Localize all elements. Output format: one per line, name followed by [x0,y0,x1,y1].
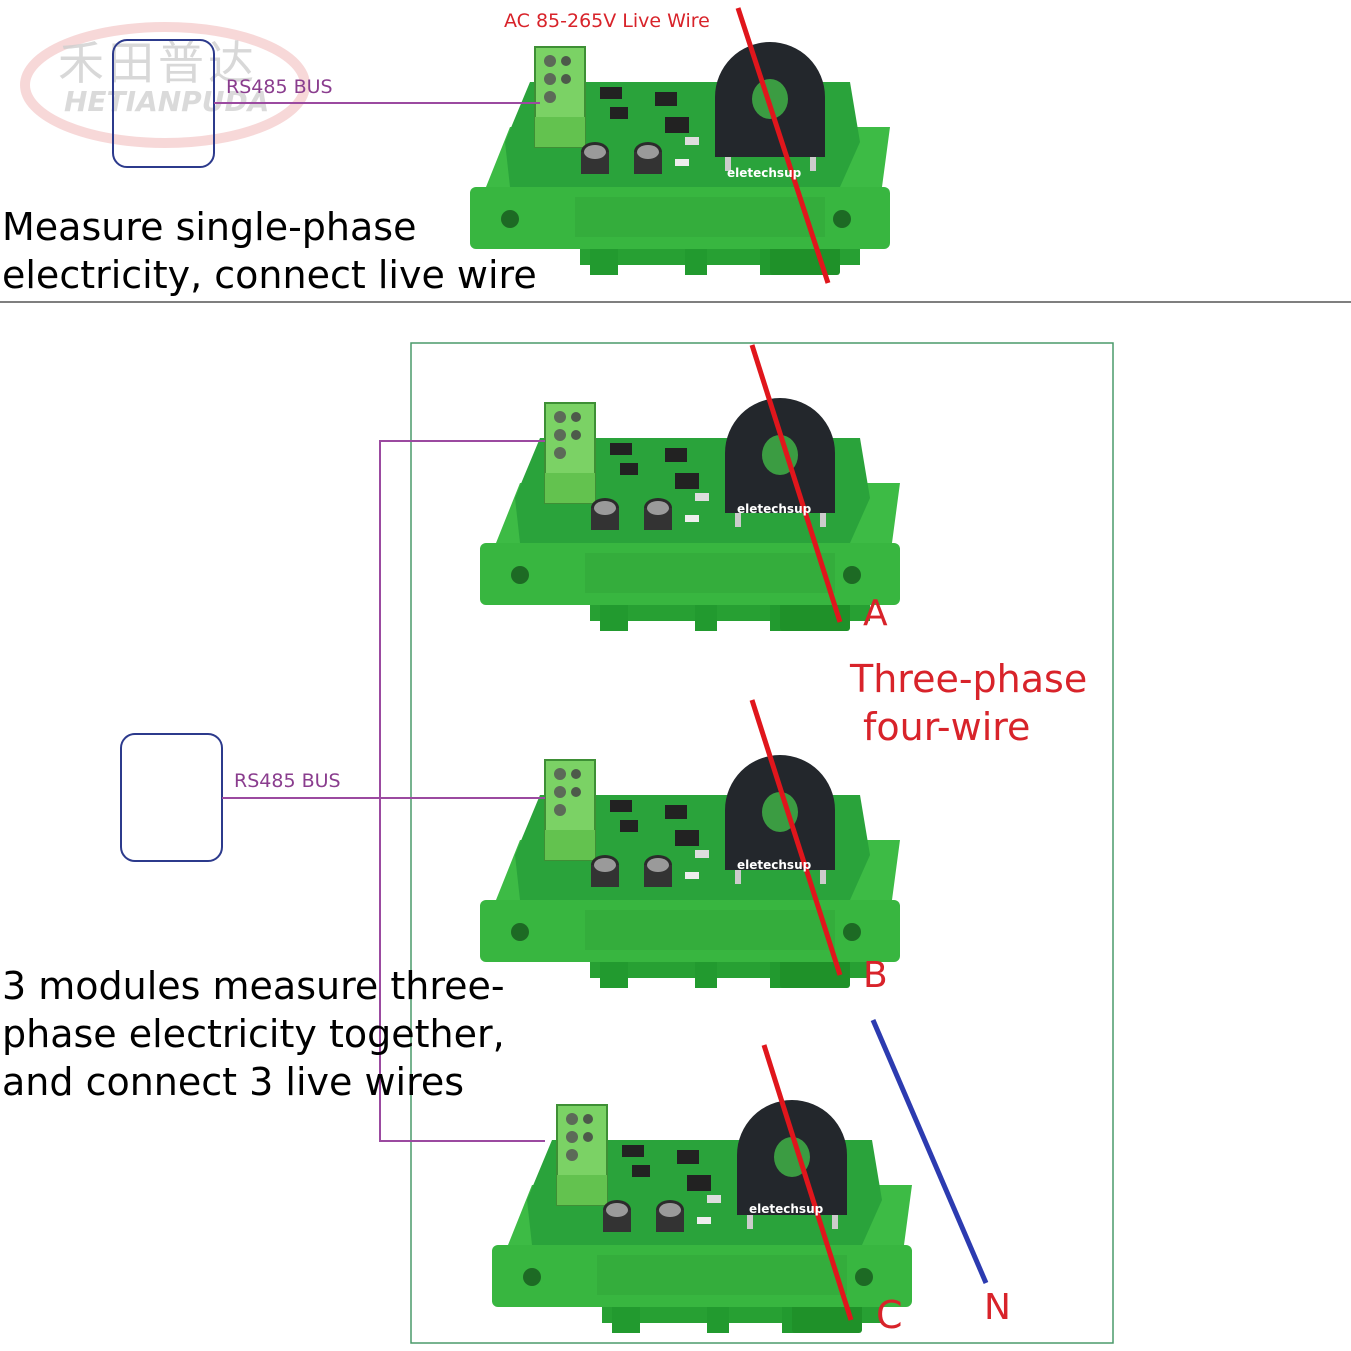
three-phase-frame [410,342,1114,1344]
top-module [469,41,891,276]
board-brand-b: eletechsup [737,858,812,872]
bottom-caption-line3: and connect 3 live wires [2,1060,465,1104]
phase-c-label: C [876,1293,903,1337]
watermark-cn: 禾田普达 [58,36,258,90]
board-brand-a: eletechsup [737,502,812,516]
top-caption-line1: Measure single-phase [2,205,417,249]
phase-a-label: A [863,593,888,634]
watermark-en: HETIANPUDA [64,85,270,118]
bottom-caption-line1: 3 modules measure three- [2,964,505,1008]
top-live-wire-label: AC 85-265V Live Wire [504,10,710,32]
neutral-label: N [984,1287,1011,1328]
neutral-wire [870,1019,989,1284]
bottom-rs485-label: RS485 BUS [234,770,341,792]
bottom-master-device [120,733,223,862]
bottom-caption-line2: phase electricity together, [2,1012,505,1056]
bus-trunk-wire [379,440,545,1142]
board-brand-c: eletechsup [749,1202,824,1216]
phase-b-label: B [863,955,888,996]
live-wire-c [761,1044,854,1321]
module-c [491,1099,913,1334]
top-caption-line2: electricity, connect live wire [2,253,537,297]
top-live-wire [735,7,831,284]
top-rs485-label: RS485 BUS [226,76,333,98]
watermark-logo [20,22,310,148]
board-brand-top: eletechsup [727,166,802,180]
module-b [479,754,901,989]
system-label-line2: four-wire [863,705,1031,749]
system-label-line1: Three-phase [850,657,1088,701]
module-a [479,397,901,632]
live-wire-b [749,699,843,976]
top-master-device [112,39,215,168]
live-wire-a [749,344,843,623]
